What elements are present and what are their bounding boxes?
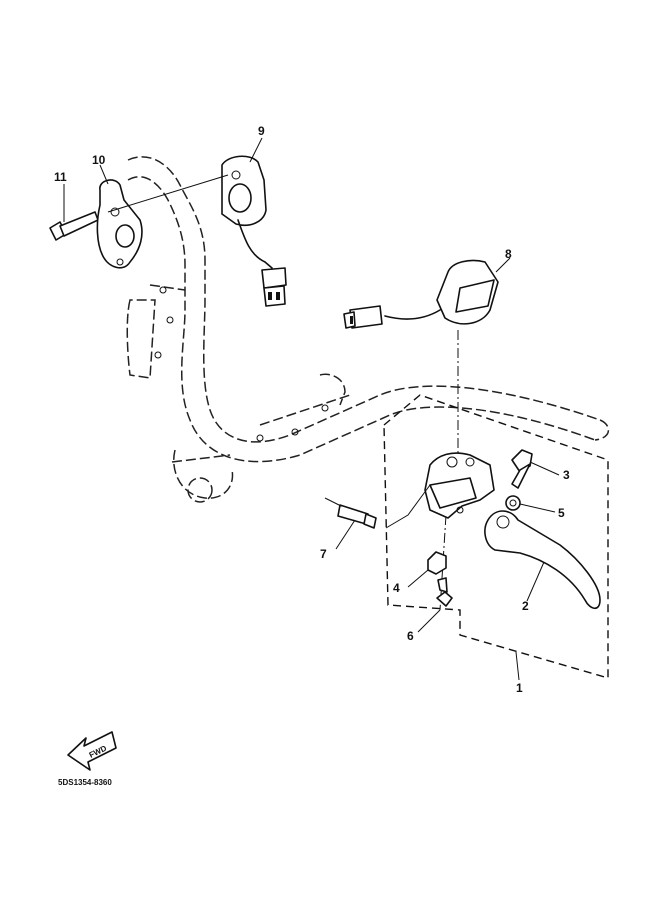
callout-11: 11 xyxy=(54,170,67,184)
assembly-box xyxy=(383,394,609,679)
callout-7: 7 xyxy=(320,547,327,561)
part-2-lever xyxy=(484,510,601,610)
fwd-arrow-icon: FWD xyxy=(67,731,117,771)
part-3-pivot-bolt xyxy=(511,449,533,489)
callout-8: 8 xyxy=(505,247,512,261)
part-9-switch xyxy=(221,155,287,307)
part-10-holder xyxy=(96,179,143,269)
callout-3: 3 xyxy=(563,468,570,482)
part-5-nut xyxy=(505,495,521,511)
callout-1: 1 xyxy=(516,681,523,695)
part-7-brake-switch xyxy=(324,497,377,529)
callout-2: 2 xyxy=(522,599,529,613)
drawing-code: 5DS1354-8360 xyxy=(58,778,112,787)
handlebar-outline xyxy=(126,156,610,503)
leader-10-to-9 xyxy=(107,174,229,213)
callout-9: 9 xyxy=(258,124,265,138)
part-4-nut xyxy=(427,551,447,575)
callout-10: 10 xyxy=(92,153,106,167)
part-11-bolt xyxy=(49,211,99,241)
callout-6: 6 xyxy=(407,629,414,643)
callout-4: 4 xyxy=(393,581,400,595)
part-8-switch xyxy=(343,259,499,329)
leader-lines xyxy=(63,137,560,681)
part-6-screw xyxy=(436,577,453,607)
lever-bracket xyxy=(385,452,495,529)
callout-5: 5 xyxy=(558,506,565,520)
callout-labels: 1 2 3 4 5 6 7 8 9 10 11 xyxy=(54,124,570,695)
